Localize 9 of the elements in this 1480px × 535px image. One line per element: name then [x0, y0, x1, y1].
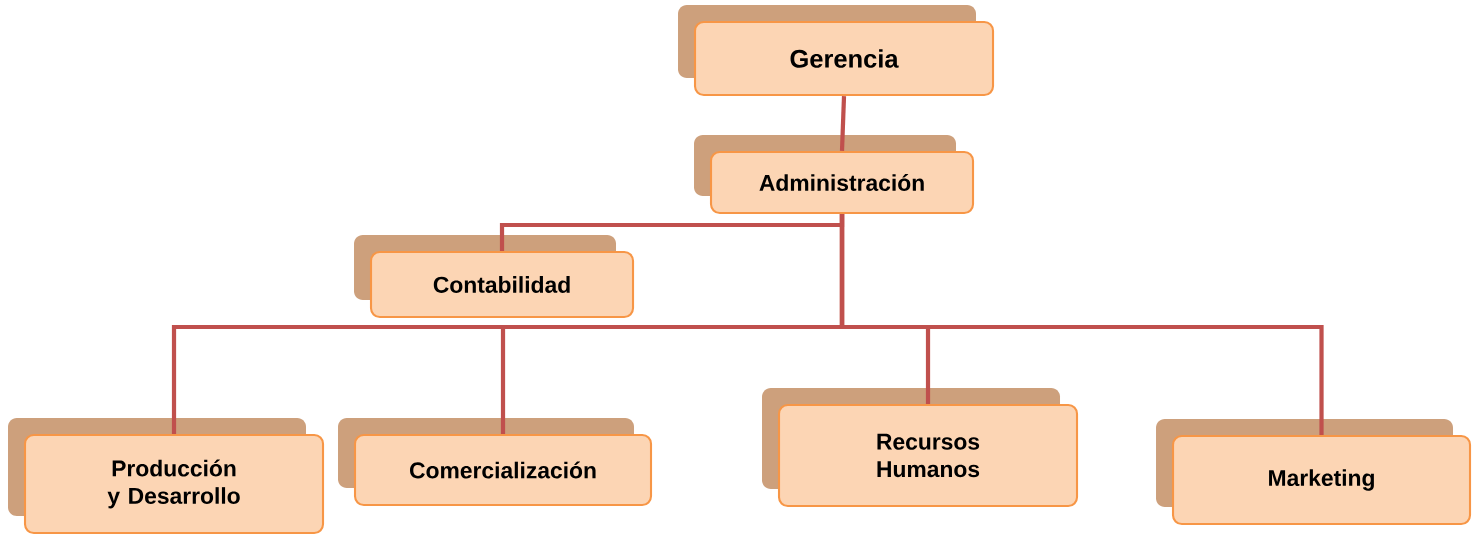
- org-box: Producción y Desarrollo: [8, 418, 325, 535]
- org-box: Comercialización: [338, 418, 653, 507]
- org-box: Gerencia: [678, 5, 995, 97]
- org-box: Contabilidad: [354, 235, 635, 319]
- connector-line: [839, 214, 1324, 435]
- org-box: Administración: [694, 135, 975, 215]
- org-box: Marketing: [1156, 419, 1472, 526]
- org-box: Recursos Humanos: [762, 388, 1079, 508]
- connector-line: [839, 95, 847, 152]
